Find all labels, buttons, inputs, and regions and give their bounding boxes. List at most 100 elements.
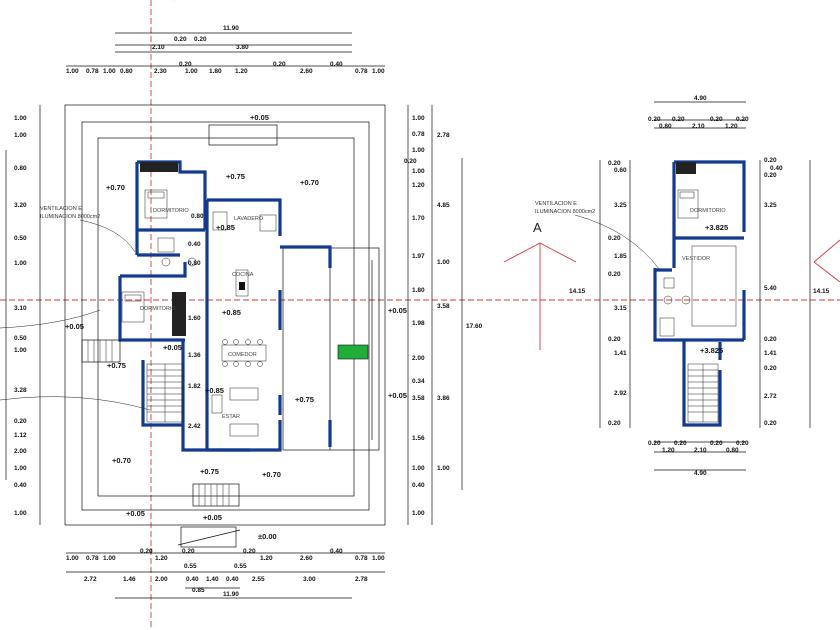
svg-text:+0.85: +0.85 — [205, 386, 224, 395]
svg-text:14.15: 14.15 — [813, 288, 830, 295]
svg-text:0.80: 0.80 — [188, 260, 201, 267]
svg-text:1.00: 1.00 — [372, 555, 385, 562]
svg-text:0.40: 0.40 — [770, 165, 783, 172]
svg-text:0.20: 0.20 — [194, 36, 207, 43]
svg-text:11.90: 11.90 — [223, 591, 239, 598]
svg-text:1.00: 1.00 — [14, 510, 27, 517]
svg-text:0.40: 0.40 — [186, 576, 199, 583]
svg-text:0.55: 0.55 — [234, 563, 247, 570]
svg-text:0.80: 0.80 — [14, 165, 27, 172]
svg-text:14.15: 14.15 — [569, 288, 586, 295]
room-vestidor: VESTIDOR — [682, 256, 710, 262]
svg-text:0.40: 0.40 — [330, 548, 343, 555]
svg-text:1.00: 1.00 — [66, 555, 79, 562]
svg-text:0.78: 0.78 — [355, 68, 368, 75]
svg-text:0.20: 0.20 — [182, 548, 195, 555]
svg-text:1.00: 1.00 — [66, 68, 79, 75]
svg-text:1.20: 1.20 — [725, 123, 738, 130]
svg-text:3.10: 3.10 — [14, 305, 27, 312]
svg-text:0.20: 0.20 — [764, 336, 777, 343]
svg-text:2.42: 2.42 — [188, 423, 201, 430]
svg-text:0.80: 0.80 — [191, 213, 204, 220]
svg-text:1.70: 1.70 — [412, 215, 425, 222]
svg-text:1.85: 1.85 — [614, 253, 627, 260]
svg-text:0.40: 0.40 — [14, 482, 27, 489]
svg-text:1.00: 1.00 — [14, 465, 27, 472]
svg-text:1.36: 1.36 — [188, 352, 201, 359]
svg-text:2.72: 2.72 — [764, 393, 777, 400]
svg-text:+0.70: +0.70 — [300, 178, 319, 187]
svg-text:+0.75: +0.75 — [107, 361, 126, 370]
svg-text:0.20: 0.20 — [179, 61, 192, 68]
svg-text:0.20: 0.20 — [648, 440, 661, 447]
svg-text:3.25: 3.25 — [614, 202, 627, 209]
svg-text:2.55: 2.55 — [252, 576, 265, 583]
green-stair-block — [337, 344, 369, 360]
svg-text:2.00: 2.00 — [412, 355, 425, 362]
svg-text:0.40: 0.40 — [226, 576, 239, 583]
svg-text:0.80: 0.80 — [726, 447, 739, 454]
svg-text:1.41: 1.41 — [614, 350, 627, 357]
svg-text:3.80: 3.80 — [236, 44, 249, 51]
svg-text:1.00: 1.00 — [437, 259, 450, 266]
svg-text:0.20: 0.20 — [710, 440, 723, 447]
svg-text:1.00: 1.00 — [412, 465, 425, 472]
right-top-dimensions: 4.90 0.20 0.20 0.20 0.20 0.80 2.10 1.20 — [648, 95, 749, 130]
svg-text:0.20: 0.20 — [764, 420, 777, 427]
svg-text:1.00: 1.00 — [14, 115, 27, 122]
svg-text:1.20: 1.20 — [155, 555, 168, 562]
room-comedor: COMEDOR — [228, 352, 257, 358]
svg-text:+0.85: +0.85 — [216, 223, 235, 232]
right-room-labels: DORMITORIO VESTIDOR +3.825 +3.825 — [682, 208, 728, 355]
svg-text:+3.825: +3.825 — [700, 346, 723, 355]
svg-text:1.00: 1.00 — [412, 147, 425, 154]
left-right-dimensions: 1.00 0.78 1.00 0.20 1.00 1.20 1.70 1.97 … — [404, 105, 483, 525]
svg-text:1.00: 1.00 — [437, 465, 450, 472]
svg-text:0.80: 0.80 — [659, 123, 672, 130]
svg-text:1.41: 1.41 — [764, 350, 777, 357]
svg-text:+0.05: +0.05 — [126, 509, 145, 518]
svg-text:3.58: 3.58 — [412, 395, 425, 402]
left-stair — [81, 339, 184, 423]
svg-text:1.00: 1.00 — [185, 68, 198, 75]
svg-text:ILUMINACION 8000cm2: ILUMINACION 8000cm2 — [535, 209, 595, 215]
svg-text:0.20: 0.20 — [674, 440, 687, 447]
svg-text:2.78: 2.78 — [437, 132, 450, 139]
svg-text:+0.70: +0.70 — [106, 183, 125, 192]
svg-text:+0.75: +0.75 — [226, 172, 245, 181]
svg-text:3.28: 3.28 — [14, 387, 27, 394]
svg-text:0.20: 0.20 — [764, 365, 777, 372]
svg-text:3.25: 3.25 — [764, 202, 777, 209]
room-dormitorio-upper: DORMITORIO — [690, 208, 726, 214]
svg-text:0.20: 0.20 — [140, 548, 153, 555]
svg-text:1.00: 1.00 — [412, 510, 425, 517]
svg-text:3.20: 3.20 — [14, 202, 27, 209]
svg-text:0.20: 0.20 — [608, 420, 621, 427]
svg-text:1.00: 1.00 — [372, 68, 385, 75]
left-side-dimensions: 1.00 1.00 0.80 3.20 0.50 1.00 3.10 0.50 … — [5, 105, 41, 525]
svg-text:2.72: 2.72 — [84, 576, 97, 583]
left-note: VENTILACION E ILUMINACION 8000cm2 — [0, 206, 151, 411]
svg-text:0.40: 0.40 — [188, 241, 201, 248]
svg-text:2.00: 2.00 — [155, 576, 168, 583]
svg-text:0.20: 0.20 — [672, 116, 685, 123]
left-plan-outline — [64, 104, 386, 548]
svg-text:1.00: 1.00 — [103, 555, 116, 562]
svg-text:0.40: 0.40 — [412, 482, 425, 489]
svg-text:1.97: 1.97 — [412, 253, 425, 260]
section-marker-label: A — [533, 220, 542, 235]
svg-text:+3.825: +3.825 — [705, 223, 728, 232]
svg-text:±0.00: ±0.00 — [258, 532, 277, 541]
svg-text:2.00: 2.00 — [14, 448, 27, 455]
svg-text:3.86: 3.86 — [437, 395, 450, 402]
svg-text:+0.05: +0.05 — [388, 391, 407, 400]
svg-text:2.92: 2.92 — [614, 390, 627, 397]
svg-text:2.78: 2.78 — [355, 576, 368, 583]
left-bottom-dimensions: 1.00 0.78 1.00 0.20 1.20 0.20 0.20 1.20 … — [66, 548, 385, 599]
svg-text:5.40: 5.40 — [764, 285, 777, 292]
svg-text:3.00: 3.00 — [303, 576, 316, 583]
svg-text:0.20: 0.20 — [736, 440, 749, 447]
room-lavadero: LAVADERO — [234, 216, 264, 222]
svg-text:1.80: 1.80 — [412, 287, 425, 294]
svg-text:1.82: 1.82 — [188, 383, 201, 390]
